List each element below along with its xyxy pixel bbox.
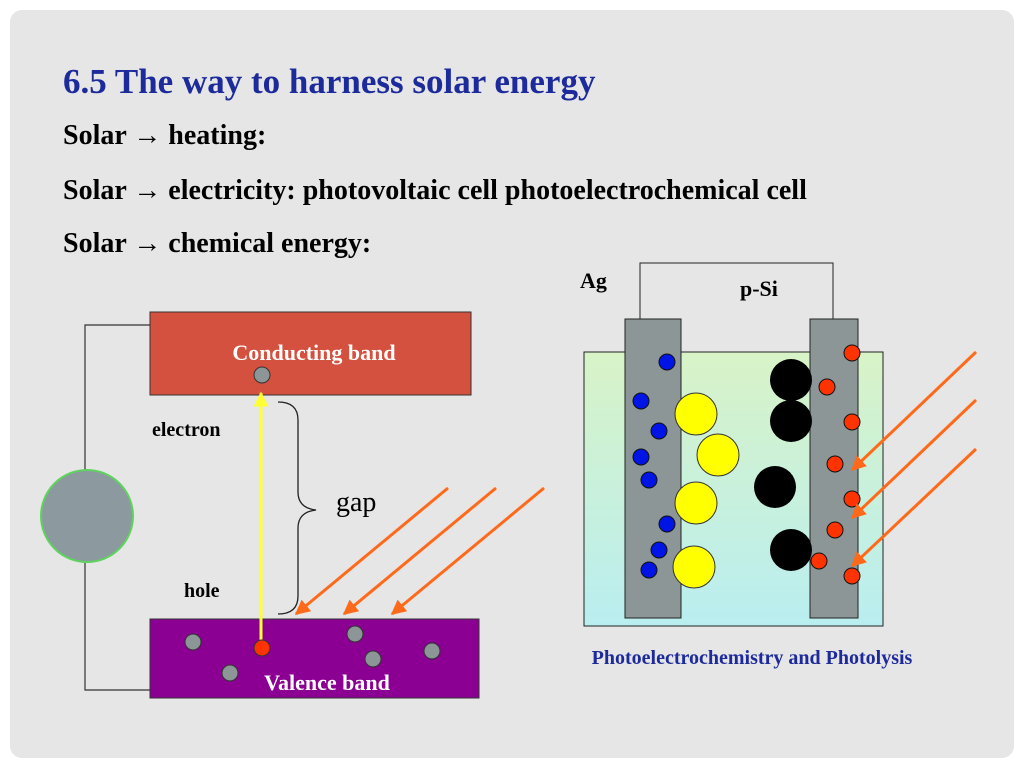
- red-particle: [826, 521, 844, 539]
- red-particle: [810, 552, 828, 570]
- arrow-symbol: →: [133, 228, 162, 259]
- light-ray-arrow: [850, 350, 978, 472]
- blue-particle: [650, 541, 668, 559]
- valence-particle: [346, 625, 364, 643]
- solar-chemical-line: Solar → chemical energy:: [63, 228, 371, 260]
- solar-heating-line: Solar → heating:: [63, 120, 266, 152]
- light-ray-arrow: [294, 486, 449, 616]
- red-particle: [843, 567, 861, 585]
- yellow-particle: [672, 545, 716, 589]
- line-target-text: heating:: [168, 120, 267, 151]
- hole-label: hole: [184, 580, 220, 602]
- valence-particle: [364, 650, 382, 668]
- line-source-text: Solar: [63, 120, 127, 151]
- black-particle: [754, 466, 796, 508]
- psi-label: p-Si: [740, 276, 778, 301]
- connecting-wire: [639, 262, 834, 319]
- blue-particle: [632, 448, 650, 466]
- light-ray-arrow: [342, 486, 497, 616]
- blue-particle: [658, 515, 676, 533]
- band-diagram: Conducting band Valence band electron ho…: [40, 311, 545, 699]
- valence-band: [149, 618, 480, 699]
- yellow-particle: [696, 433, 740, 477]
- conducting-band: [149, 311, 472, 396]
- valence-particle: [221, 664, 239, 682]
- yellow-particle: [674, 481, 718, 525]
- red-particle: [826, 455, 844, 473]
- cell-diagram: Ag p-Si Photoelectrochemistry and Photol: [580, 262, 978, 669]
- light-ray-arrow: [390, 486, 545, 616]
- black-particle: [770, 529, 812, 571]
- line-source-text: Solar: [63, 175, 127, 206]
- valence-band-label: Valence band: [264, 670, 390, 695]
- electron-label: electron: [152, 419, 221, 441]
- valence-particle: [423, 642, 441, 660]
- gap-label: gap: [336, 487, 376, 518]
- red-particle: [843, 344, 861, 362]
- blue-particle: [632, 392, 650, 410]
- black-particle: [770, 359, 812, 401]
- blue-particle: [640, 471, 658, 489]
- blue-particle: [658, 353, 676, 371]
- slide-title: 6.5 The way to harness solar energy: [63, 62, 596, 101]
- electron-particle: [253, 366, 271, 384]
- line-target-text: chemical energy:: [168, 228, 372, 259]
- gap-brace: [277, 401, 317, 615]
- conducting-band-label: Conducting band: [232, 340, 395, 365]
- red-particle: [818, 378, 836, 396]
- red-particle: [843, 413, 861, 431]
- red-particle: [843, 490, 861, 508]
- ag-label: Ag: [580, 268, 607, 293]
- yellow-particle: [674, 392, 718, 436]
- solar-electricity-line: Solar → electricity: photovoltaic cell p…: [63, 175, 807, 207]
- hole-particle: [253, 639, 271, 657]
- load-circle: [40, 469, 134, 563]
- light-ray-arrow: [850, 398, 978, 520]
- arrow-symbol: →: [133, 175, 162, 206]
- line-target-text: electricity: photovoltaic cell photoelec…: [168, 175, 807, 206]
- black-particle: [770, 400, 812, 442]
- cell-caption: Photoelectrochemistry and Photolysis: [592, 647, 913, 669]
- valence-particle: [184, 633, 202, 651]
- blue-particle: [640, 561, 658, 579]
- line-source-text: Solar: [63, 228, 127, 259]
- blue-particle: [650, 422, 668, 440]
- arrow-symbol: →: [133, 120, 162, 151]
- light-ray-arrow: [850, 447, 978, 568]
